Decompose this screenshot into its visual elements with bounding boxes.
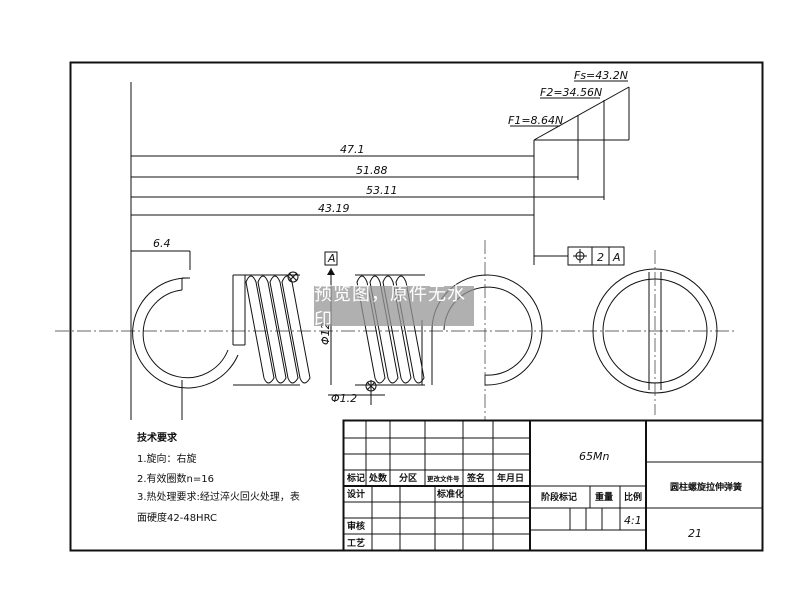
row-scale: 比例: [624, 491, 642, 503]
title-block-grid: [342, 419, 764, 552]
spring-coil: [245, 275, 275, 384]
row-stage-mark: 阶段标记: [541, 491, 577, 503]
material-label: 65Mn: [579, 450, 609, 463]
spring-coil: [281, 275, 311, 384]
spring-coil: [356, 275, 386, 384]
row-process: 工艺: [347, 537, 365, 549]
dim-43-19: 43.19: [318, 202, 350, 215]
header-count: 处数: [368, 472, 388, 484]
watermark-text: 预览图，原件无水印: [314, 284, 466, 331]
row-weight: 重量: [595, 491, 613, 503]
row-standardize: 标准化: [436, 488, 464, 500]
part-name-label: 圆柱螺旋拉伸弹簧: [670, 481, 742, 493]
scale-value: 4:1: [624, 514, 642, 527]
header-date: 年月日: [497, 472, 524, 484]
dim-wire-diameter: Φ1.2: [331, 392, 357, 405]
spring-coils-left: [245, 275, 311, 384]
dim-47-1: 47.1: [340, 143, 365, 156]
watermark-banner: 预览图，原件无水印: [314, 284, 474, 331]
tech-item-2: 2.有效圈数n=16: [137, 472, 214, 485]
length-dimensions: [130, 82, 605, 420]
sheet-number-label: 21: [688, 527, 702, 540]
force-fs-label: Fs=43.2N: [574, 69, 628, 82]
tolerance-datum: A: [612, 251, 621, 264]
dim-diameter: Φ12: [319, 322, 332, 345]
side-view: [592, 250, 718, 415]
tech-item-3: 3.热处理要求:经过淬火回火处理，表: [137, 490, 300, 503]
header-doc-number: 更改文件号: [427, 474, 460, 483]
section-marks: [287, 271, 385, 405]
force-diagram: [510, 80, 630, 265]
spring-coils-right: [356, 275, 425, 384]
force-f2-label: F2=34.56N: [540, 86, 602, 99]
spring-outline: [232, 274, 433, 386]
row-check: 审核: [347, 520, 365, 532]
row-design: 设计: [347, 488, 365, 500]
datum-a-label: A: [327, 252, 336, 265]
force-f1-label: F1=8.64N: [508, 114, 563, 127]
tolerance-value: 2: [597, 251, 604, 264]
tech-item-1: 1.旋向：右旋: [137, 452, 197, 465]
spring-coil: [369, 275, 399, 384]
spring-coil: [395, 275, 425, 384]
header-sign: 签名: [466, 472, 485, 484]
left-hook: [132, 277, 239, 420]
tech-item-4: 面硬度42-48HRC: [137, 511, 217, 524]
spring-coil: [382, 275, 412, 384]
dim-53-11: 53.11: [366, 184, 398, 197]
tech-requirements-title: 技术要求: [137, 431, 178, 444]
header-zone: 分区: [399, 472, 417, 484]
spring-coil: [257, 275, 287, 384]
dim-hook-6-4: 6.4: [153, 237, 171, 250]
spring-coil: [269, 275, 299, 384]
position-tolerance-frame: [534, 246, 625, 266]
dim-51-88: 51.88: [356, 164, 388, 177]
header-mark: 标记: [346, 472, 365, 484]
